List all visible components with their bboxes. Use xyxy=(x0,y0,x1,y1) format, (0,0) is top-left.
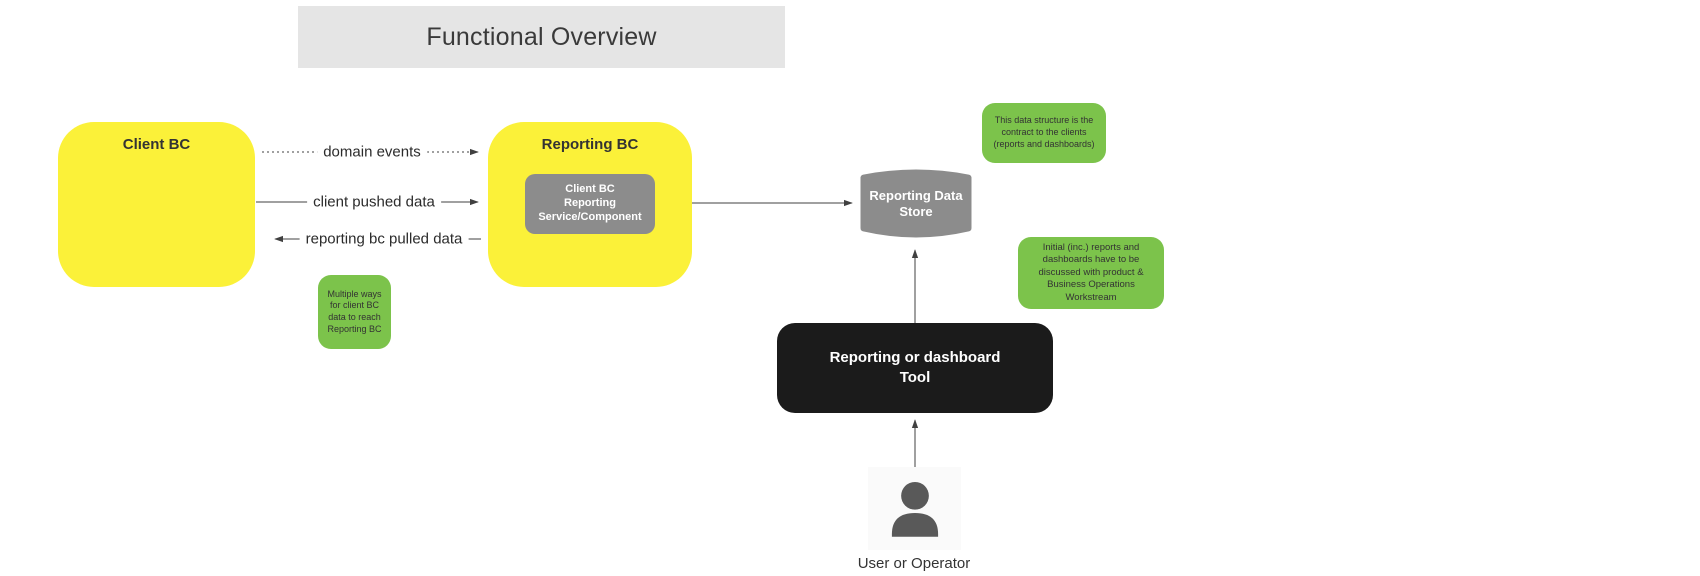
reporting-service-label: Client BC Reporting Service/Component xyxy=(538,183,642,223)
client-bc-label: Client BC xyxy=(122,136,191,153)
title-bar: Functional Overview xyxy=(298,6,785,68)
reporting-bc-label: Reporting BC xyxy=(541,136,639,153)
reporting-data-store-node[interactable]: Reporting Data Store xyxy=(856,162,976,246)
datastore-shape-icon xyxy=(860,169,972,238)
note-initial-reports[interactable]: Initial (inc.) reports and dashboards ha… xyxy=(1018,237,1164,309)
reporting-tool-node[interactable]: Reporting or dashboard Tool xyxy=(777,323,1053,413)
note-data-structure-contract[interactable]: This data structure is the contract to t… xyxy=(982,103,1106,163)
user-label: User or Operator xyxy=(857,555,971,572)
edge-label-client-pushed-data: client pushed data xyxy=(307,192,441,212)
note-multiple-ways-text: Multiple ways for client BC data to reac… xyxy=(327,288,382,334)
client-bc-node[interactable]: Client BC xyxy=(58,122,255,287)
note-multiple-ways[interactable]: Multiple ways for client BC data to reac… xyxy=(318,275,391,349)
edge-label-domain-events: domain events xyxy=(317,142,427,162)
note-data-structure-contract-text: This data structure is the contract to t… xyxy=(993,115,1095,149)
user-node[interactable] xyxy=(868,467,961,550)
page-title: Functional Overview xyxy=(426,22,657,51)
edge-label-reporting-bc-pulled-data: reporting bc pulled data xyxy=(299,229,469,249)
person-icon xyxy=(891,481,938,537)
note-initial-reports-text: Initial (inc.) reports and dashboards ha… xyxy=(1038,242,1144,303)
reporting-tool-label: Reporting or dashboard Tool xyxy=(829,348,1001,386)
reporting-data-store-label: Reporting Data Store xyxy=(869,187,963,219)
reporting-service-node[interactable]: Client BC Reporting Service/Component xyxy=(525,174,655,234)
